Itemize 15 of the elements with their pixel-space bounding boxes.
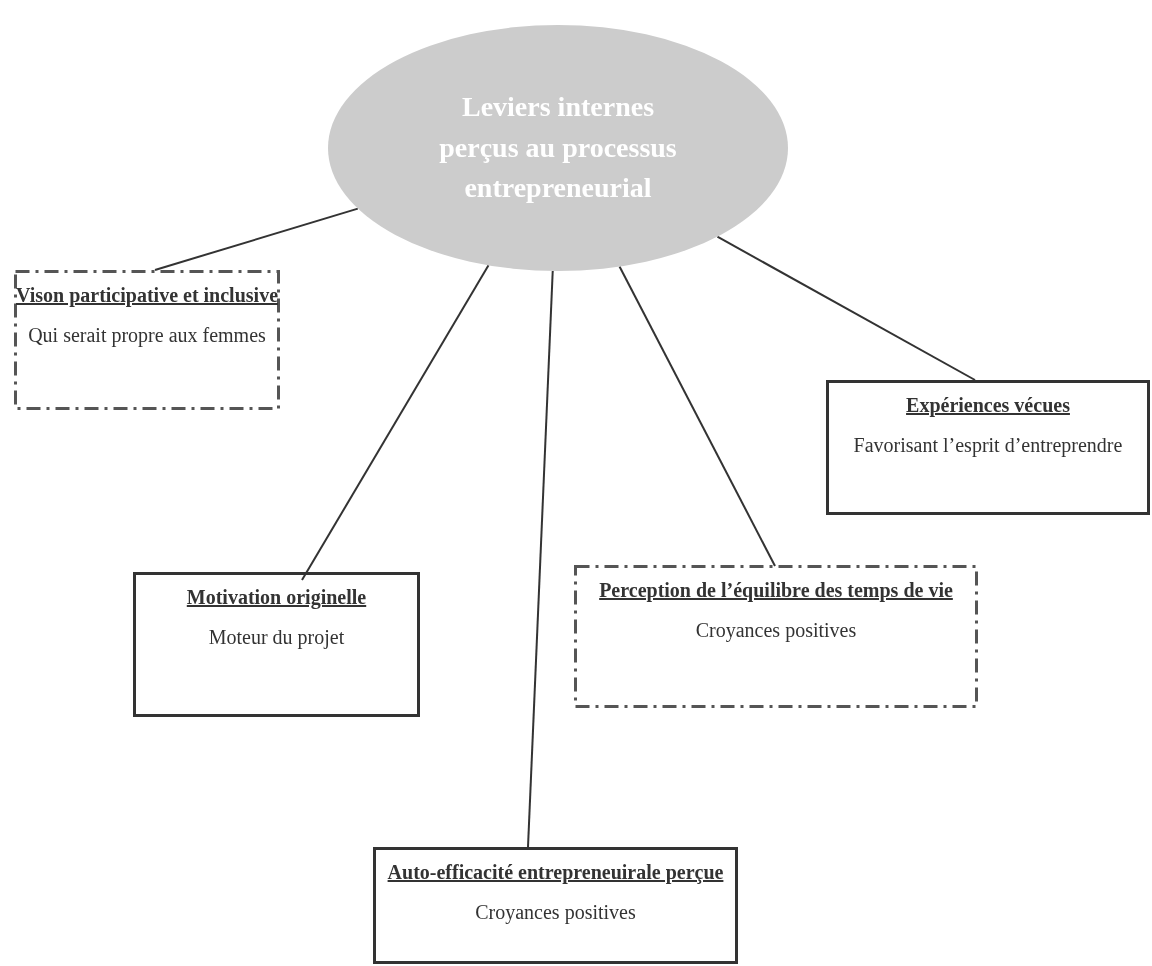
box-heading: Expériences vécues	[906, 393, 1070, 418]
box-description: Moteur du projet	[208, 625, 345, 650]
connector-line	[154, 207, 359, 271]
connector-line	[527, 269, 554, 848]
box-heading: Auto-efficacité entrepreneuirale perçue	[387, 860, 724, 885]
connector-line	[618, 265, 776, 567]
box-description: Croyances positives	[475, 900, 636, 925]
box-description: Croyances positives	[695, 618, 857, 643]
connector-line	[301, 264, 490, 581]
box-description: Favorisant l’esprit d’entreprendre	[853, 433, 1123, 458]
connector-line	[716, 235, 976, 381]
box-heading: Perception de l’équilibre des temps de vie	[599, 578, 953, 603]
box-heading: Vison participative et inclusive	[16, 283, 278, 308]
box-heading: Motivation originelle	[186, 585, 367, 610]
box-description: Qui serait propre aux femmes	[28, 323, 266, 348]
